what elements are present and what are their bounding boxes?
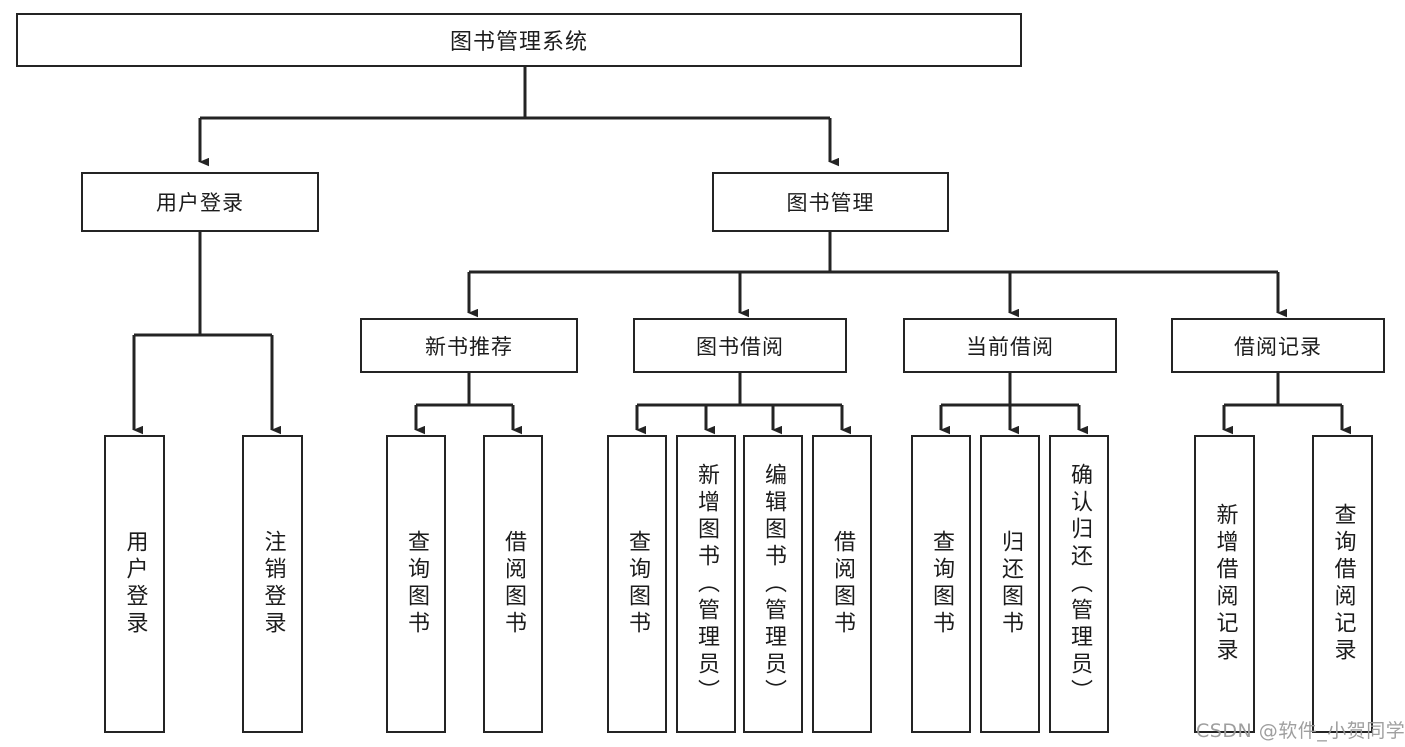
leaf-user-login[interactable]: 用户登录 <box>104 435 165 733</box>
csdn-watermark: CSDN @软件_小贺同学 <box>1196 720 1405 742</box>
leaf-borrow-book[interactable]: 借阅图书 <box>812 435 872 733</box>
node-label: 查询借阅记录 <box>1330 503 1356 665</box>
node-label: 图书借阅 <box>696 334 784 359</box>
node-book-management[interactable]: 图书管理 <box>712 172 949 232</box>
node-borrowing-record[interactable]: 借阅记录 <box>1171 318 1385 373</box>
node-new-book-recommendation[interactable]: 新书推荐 <box>360 318 578 373</box>
node-book-borrowing[interactable]: 图书借阅 <box>633 318 847 373</box>
leaf-add-book-admin[interactable]: 新增图书（管理员） <box>676 435 736 733</box>
node-user-login[interactable]: 用户登录 <box>81 172 319 232</box>
node-label: 查询图书 <box>929 530 954 638</box>
leaf-query-book-borrow[interactable]: 查询图书 <box>607 435 667 733</box>
leaf-add-borrow-record[interactable]: 新增借阅记录 <box>1194 435 1255 733</box>
leaf-return-book[interactable]: 归还图书 <box>980 435 1040 733</box>
leaf-query-borrow-record[interactable]: 查询借阅记录 <box>1312 435 1373 733</box>
node-label: 借阅图书 <box>830 530 855 638</box>
node-label: 图书管理系统 <box>449 30 588 55</box>
node-label: 新增借阅记录 <box>1212 503 1238 665</box>
node-label: 当前借阅 <box>966 334 1054 359</box>
node-label: 归还图书 <box>998 530 1023 638</box>
leaf-borrow-book-newbook[interactable]: 借阅图书 <box>483 435 543 733</box>
node-label: 查询图书 <box>625 530 650 638</box>
node-label: 确认归还（管理员） <box>1067 462 1092 706</box>
leaf-logout[interactable]: 注销登录 <box>242 435 303 733</box>
node-current-borrowing[interactable]: 当前借阅 <box>903 318 1117 373</box>
node-label: 借阅记录 <box>1234 334 1322 359</box>
leaf-query-book-newbook[interactable]: 查询图书 <box>386 435 446 733</box>
leaf-query-book-current[interactable]: 查询图书 <box>911 435 971 733</box>
node-label: 用户登录 <box>122 530 148 638</box>
node-label: 新增图书（管理员） <box>694 462 719 706</box>
node-label: 用户登录 <box>156 191 244 215</box>
node-label: 新书推荐 <box>425 334 513 359</box>
node-label: 编辑图书（管理员） <box>761 462 786 706</box>
node-label: 注销登录 <box>260 530 286 638</box>
leaf-confirm-return-admin[interactable]: 确认归还（管理员） <box>1049 435 1109 733</box>
leaf-edit-book-admin[interactable]: 编辑图书（管理员） <box>743 435 803 733</box>
node-label: 图书管理 <box>786 191 875 215</box>
node-label: 借阅图书 <box>501 530 526 638</box>
node-root-book-management-system[interactable]: 图书管理系统 <box>16 13 1022 67</box>
node-label: 查询图书 <box>404 530 429 638</box>
